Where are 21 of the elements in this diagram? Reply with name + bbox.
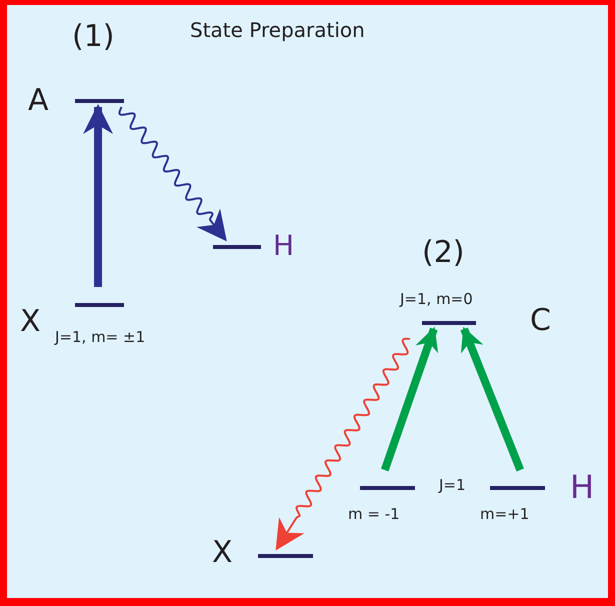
quantum-number-label: J=1, m=0 bbox=[400, 292, 473, 307]
quantum-number-label: m = -1 bbox=[348, 507, 400, 522]
energy-level bbox=[20, 303, 146, 345]
level-label: H bbox=[273, 232, 294, 260]
level-label: H bbox=[570, 471, 594, 503]
quantum-number-label: J=1, m= ±1 bbox=[55, 330, 146, 345]
level-label: A bbox=[28, 86, 49, 116]
transition-arrow bbox=[83, 104, 114, 287]
quantum-number-label: m=+1 bbox=[480, 507, 530, 522]
transition-arrow bbox=[460, 326, 524, 472]
level-label: X bbox=[20, 307, 41, 337]
quantum-number-label: J=1 bbox=[439, 478, 466, 493]
emission-wavy-arrow bbox=[118, 106, 227, 242]
level-label: X bbox=[212, 538, 233, 568]
energy-level bbox=[348, 486, 415, 522]
title: State Preparation bbox=[190, 20, 365, 40]
transition-arrow bbox=[380, 326, 438, 472]
step-number: (1) bbox=[72, 22, 114, 52]
level-label: C bbox=[530, 306, 551, 336]
step-number: (2) bbox=[422, 238, 464, 268]
emission-wavy-arrow bbox=[276, 338, 410, 551]
